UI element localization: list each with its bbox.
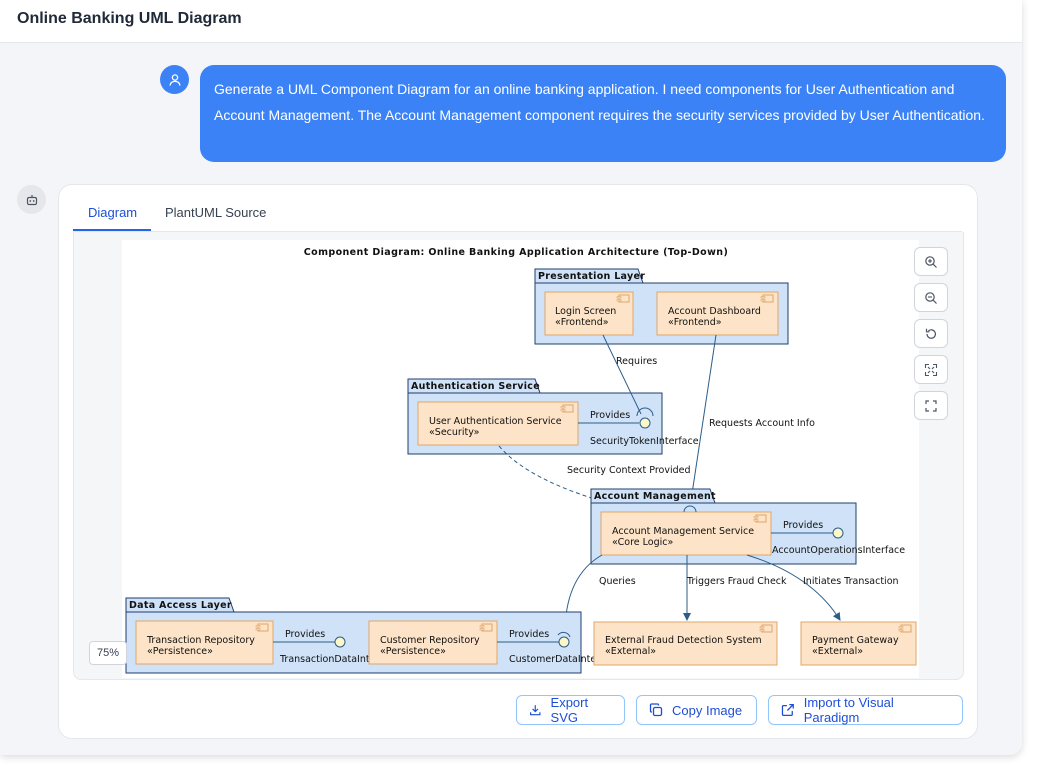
page-title: Online Banking UML Diagram (17, 10, 242, 27)
relation-label: Queries (599, 576, 636, 587)
component-stereotype: «Persistence» (147, 646, 213, 657)
component-name: Account Dashboard (668, 306, 761, 317)
component-name: Customer Repository (380, 635, 480, 646)
download-icon (530, 705, 541, 716)
package-label: Data Access Layer (129, 600, 232, 611)
export-svg-label: Export SVG (550, 695, 589, 725)
component-stereotype: «External» (605, 646, 656, 657)
import-to-visual-paradigm-button[interactable]: Import to Visual Paradigm (768, 695, 963, 725)
component-payment-gateway: Payment Gateway «External» (800, 621, 917, 666)
reset-icon (925, 328, 936, 339)
relation-label: Requires (616, 356, 657, 367)
bot-avatar (17, 185, 46, 214)
relation-label: Provides (783, 520, 823, 531)
component-stereotype: «Frontend» (555, 317, 609, 328)
copy-image-button[interactable]: Copy Image (636, 695, 757, 725)
external-link-icon (781, 703, 794, 717)
relation-label: Initiates Transaction (803, 576, 899, 587)
tab-plantuml-source[interactable]: PlantUML Source (165, 205, 267, 220)
uml-diagram: Component Diagram: Online Banking Applic… (122, 240, 919, 678)
component-stereotype: «Core Logic» (612, 537, 673, 548)
zoom-in-icon (925, 255, 937, 268)
bot-icon (26, 194, 37, 205)
component-login-screen: Login Screen «Frontend» (544, 291, 634, 336)
app-window: Online Banking UML Diagram Generate a UM… (0, 0, 1022, 755)
relation-label: Provides (509, 629, 549, 640)
interface-lollipop (639, 417, 651, 429)
component-stereotype: «Persistence» (380, 646, 446, 657)
diagram-viewport[interactable]: Component Diagram: Online Banking Applic… (73, 232, 964, 680)
copy-icon (649, 703, 663, 717)
zoom-out-icon (925, 291, 937, 304)
relation-label: Provides (285, 629, 325, 640)
component-customer-repository: Customer Repository «Persistence» (368, 620, 498, 665)
zoom-out-button[interactable] (914, 283, 948, 312)
user-avatar (160, 65, 189, 94)
user-icon (169, 73, 180, 86)
zoom-level-indicator: 75% (89, 641, 127, 665)
copy-image-label: Copy Image (672, 702, 743, 718)
app-header: Online Banking UML Diagram (0, 0, 1022, 43)
component-stereotype: «External» (812, 646, 863, 657)
component-transaction-repository: Transaction Repository «Persistence» (135, 620, 274, 665)
interface-label: SecurityTokenInterface (590, 436, 699, 447)
reset-view-button[interactable] (914, 319, 948, 348)
fit-to-screen-button[interactable] (914, 355, 948, 384)
component-name: Transaction Repository (146, 635, 255, 646)
interface-lollipop (334, 636, 346, 648)
interface-label: TransactionDataInterface (279, 654, 400, 665)
relation-label: Triggers Fraud Check (686, 576, 787, 587)
component-account-dashboard: Account Dashboard «Frontend» (656, 291, 779, 336)
interface-label: AccountOperationsInterface (772, 545, 905, 556)
component-name: User Authentication Service (429, 416, 562, 427)
component-name: Payment Gateway (812, 635, 899, 646)
fullscreen-icon (925, 399, 937, 412)
tab-diagram[interactable]: Diagram (88, 205, 138, 220)
view-tabs: Diagram PlantUML Source (73, 198, 962, 232)
relation-label: Security Context Provided (567, 465, 691, 476)
import-vp-label: Import to Visual Paradigm (803, 695, 894, 725)
diagram-title: Component Diagram: Online Banking Applic… (304, 247, 728, 258)
component-name: External Fraud Detection System (605, 635, 762, 646)
package-label: Authentication Service (411, 381, 540, 392)
active-tab-indicator (73, 229, 151, 231)
fullscreen-button[interactable] (914, 391, 948, 420)
zoom-in-button[interactable] (914, 247, 948, 276)
relation-label: Provides (590, 410, 630, 421)
component-stereotype: «Frontend» (668, 317, 722, 328)
component-name: Account Management Service (612, 526, 754, 537)
relation-label: Requests Account Info (709, 418, 815, 429)
package-label: Presentation Layer (538, 271, 645, 282)
interface-lollipop (558, 636, 570, 648)
interface-lollipop (832, 527, 844, 539)
component-account-management-service: Account Management Service «Core Logic» (600, 511, 772, 556)
interface-label: CustomerDataInte (509, 654, 596, 665)
component-user-authentication-service: User Authentication Service «Security» (417, 401, 579, 446)
fit-icon (924, 363, 938, 376)
export-svg-button[interactable]: Export SVG (516, 695, 625, 725)
component-external-fraud-detection: External Fraud Detection System «Externa… (593, 621, 778, 666)
component-name: Login Screen (555, 306, 616, 317)
assistant-response-card: Diagram PlantUML Source Component Diagra… (58, 184, 978, 739)
package-label: Account Management (594, 491, 716, 502)
component-stereotype: «Security» (429, 427, 480, 438)
user-message: Generate a UML Component Diagram for an … (200, 65, 1006, 162)
